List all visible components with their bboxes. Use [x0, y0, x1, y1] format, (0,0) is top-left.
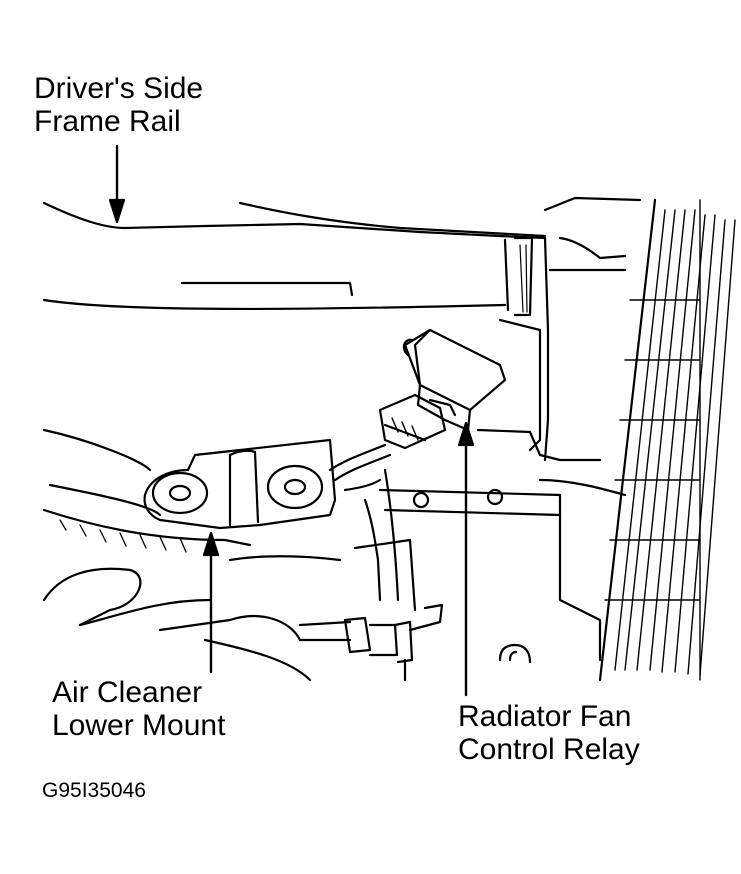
wire-harness [328, 443, 400, 602]
figure-id: G95I35046 [42, 779, 146, 802]
air-cleaner-label-line1: Air Cleaner [52, 676, 203, 709]
cable-loom [42, 428, 252, 553]
hose-clamp [42, 538, 444, 682]
fan-relay-label-line2: Control Relay [458, 733, 640, 766]
fan-relay-label: Radiator Fan Control Relay [458, 700, 640, 766]
air-cleaner-mount-label: Air Cleaner Lower Mount [52, 676, 225, 742]
air-cleaner-bracket [143, 438, 337, 530]
frame-rail-label-line2: Frame Rail [34, 105, 181, 138]
radiator-core [598, 198, 736, 682]
frame-rail-label: Driver's Side Frame Rail [34, 72, 203, 138]
air-cleaner-label-line2: Lower Mount [52, 709, 226, 742]
frame-rail [42, 196, 642, 312]
arrow-up-icon [457, 421, 475, 697]
radiator-support [378, 236, 627, 664]
arrow-down-icon [108, 144, 126, 224]
frame-rail-label-line1: Driver's Side [34, 72, 204, 105]
fan-relay [378, 328, 507, 450]
fan-relay-label-line1: Radiator Fan [458, 700, 632, 733]
arrow-up-icon [202, 531, 220, 674]
